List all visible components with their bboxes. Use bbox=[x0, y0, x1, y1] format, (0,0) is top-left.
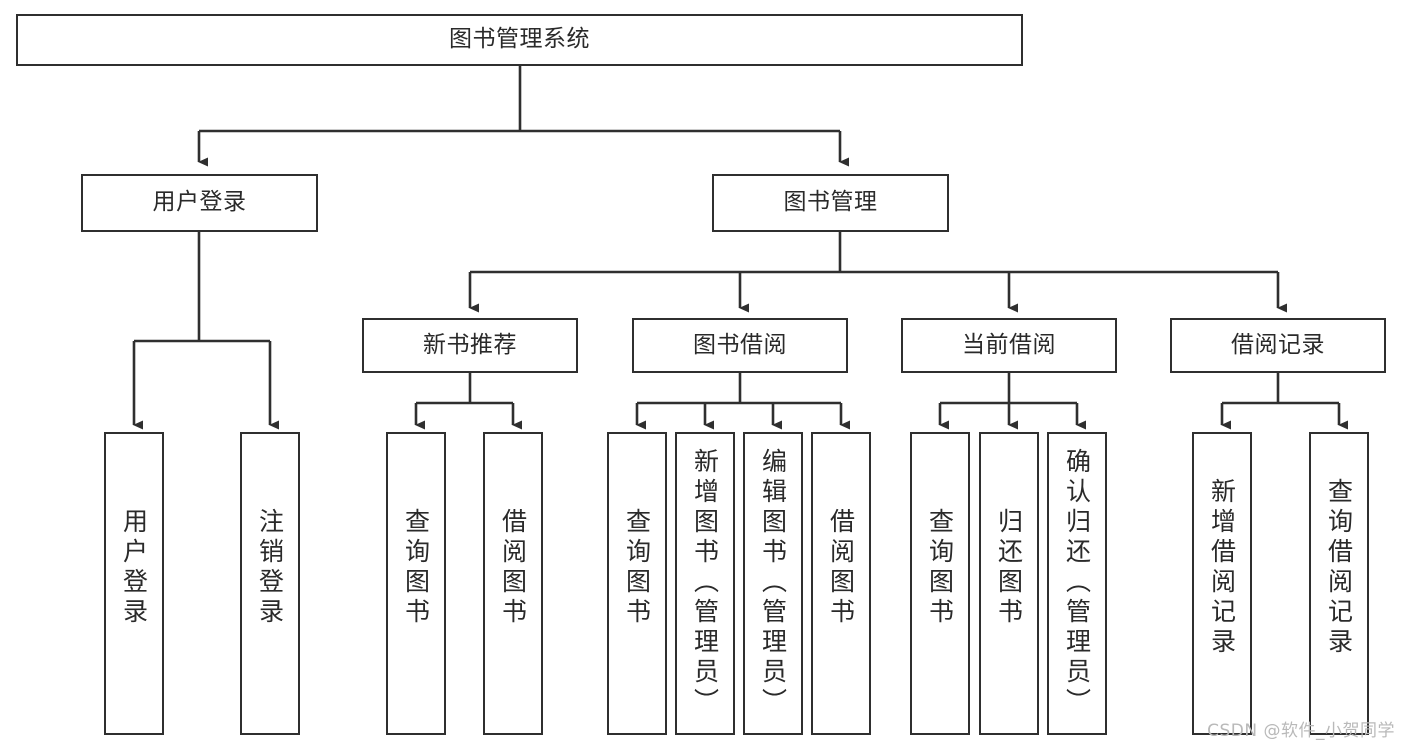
node-user-login[interactable]: 用户登录 bbox=[81, 174, 318, 232]
node-current-borrow[interactable]: 当前借阅 bbox=[901, 318, 1117, 373]
leaf-current-return[interactable]: 归还图书 bbox=[979, 432, 1039, 735]
node-book-borrow[interactable]: 图书借阅 bbox=[632, 318, 848, 373]
leaf-borrow-borrow-book-label: 借阅图书 bbox=[826, 508, 856, 628]
node-book-borrow-label: 图书借阅 bbox=[693, 331, 787, 358]
leaf-borrow-add-book-label: 新增图书（管理员） bbox=[690, 448, 720, 718]
leaf-current-return-label: 归还图书 bbox=[994, 508, 1024, 628]
leaf-records-add-label: 新增借阅记录 bbox=[1207, 478, 1237, 658]
leaf-logout-label: 注销登录 bbox=[255, 508, 285, 628]
leaf-records-query-label: 查询借阅记录 bbox=[1324, 478, 1354, 658]
node-current-borrow-label: 当前借阅 bbox=[962, 331, 1056, 358]
leaf-borrow-query[interactable]: 查询图书 bbox=[607, 432, 667, 735]
leaf-current-query[interactable]: 查询图书 bbox=[910, 432, 970, 735]
leaf-new-book-query[interactable]: 查询图书 bbox=[386, 432, 446, 735]
node-new-book-recommend[interactable]: 新书推荐 bbox=[362, 318, 578, 373]
leaf-user-login-label: 用户登录 bbox=[119, 508, 149, 628]
csdn-watermark: CSDN @软件_小贺同学 bbox=[1207, 721, 1395, 741]
leaf-current-confirm-return-label: 确认归还（管理员） bbox=[1062, 448, 1092, 718]
leaf-borrow-borrow-book[interactable]: 借阅图书 bbox=[811, 432, 871, 735]
leaf-records-query[interactable]: 查询借阅记录 bbox=[1309, 432, 1369, 735]
node-book-management-label: 图书管理 bbox=[783, 189, 878, 216]
leaf-borrow-query-label: 查询图书 bbox=[622, 508, 652, 628]
leaf-borrow-add-book[interactable]: 新增图书（管理员） bbox=[675, 432, 735, 735]
node-new-book-recommend-label: 新书推荐 bbox=[423, 331, 517, 358]
leaf-borrow-edit-book[interactable]: 编辑图书（管理员） bbox=[743, 432, 803, 735]
node-root-label: 图书管理系统 bbox=[449, 26, 590, 53]
node-borrow-records[interactable]: 借阅记录 bbox=[1170, 318, 1386, 373]
leaf-user-login[interactable]: 用户登录 bbox=[104, 432, 164, 735]
leaf-current-query-label: 查询图书 bbox=[925, 508, 955, 628]
leaf-logout[interactable]: 注销登录 bbox=[240, 432, 300, 735]
node-root[interactable]: 图书管理系统 bbox=[16, 14, 1023, 66]
node-user-login-label: 用户登录 bbox=[152, 189, 247, 216]
leaf-new-book-borrow[interactable]: 借阅图书 bbox=[483, 432, 543, 735]
node-book-management[interactable]: 图书管理 bbox=[712, 174, 949, 232]
leaf-new-book-borrow-label: 借阅图书 bbox=[498, 508, 528, 628]
leaf-borrow-edit-book-label: 编辑图书（管理员） bbox=[758, 448, 788, 718]
leaf-new-book-query-label: 查询图书 bbox=[401, 508, 431, 628]
leaf-current-confirm-return[interactable]: 确认归还（管理员） bbox=[1047, 432, 1107, 735]
leaf-records-add[interactable]: 新增借阅记录 bbox=[1192, 432, 1252, 735]
node-borrow-records-label: 借阅记录 bbox=[1231, 331, 1325, 358]
